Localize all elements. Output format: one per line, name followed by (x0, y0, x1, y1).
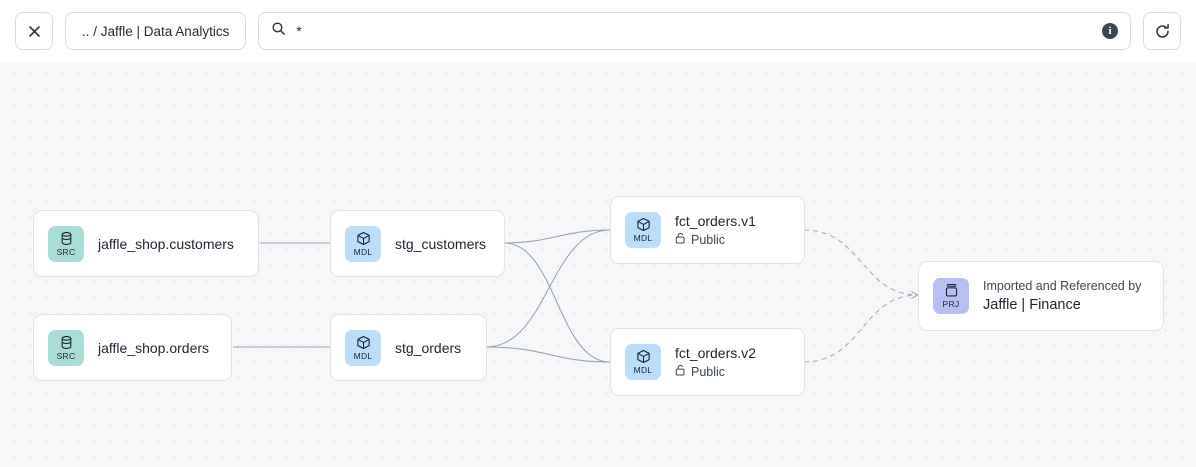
node-body: stg_customers (395, 235, 486, 253)
edge-stg-orders-to-v2 (485, 346, 611, 363)
node-stg-customers[interactable]: MDL stg_customers (330, 210, 505, 277)
node-title: stg_orders (395, 339, 462, 356)
node-body: Imported and Referenced by Jaffle | Fina… (983, 278, 1141, 315)
node-title: jaffle_shop.customers (98, 235, 234, 252)
search-input[interactable] (296, 13, 1090, 49)
info-icon[interactable]: i (1102, 23, 1118, 39)
project-badge-label: PRJ (942, 299, 960, 309)
source-badge: SRC (48, 225, 84, 262)
node-title: fct_orders.v1 (675, 213, 756, 229)
cube-icon (636, 349, 651, 364)
node-jaffle-shop-orders[interactable]: SRC jaffle_shop.orders (33, 314, 232, 381)
node-visibility-label: Public (691, 365, 726, 379)
cube-icon (356, 231, 371, 246)
model-badge-label: MDL (353, 350, 373, 361)
node-stg-orders[interactable]: MDL stg_orders (330, 314, 487, 381)
unlock-icon (675, 232, 686, 248)
node-title: fct_orders.v2 (675, 345, 756, 361)
edge-v2-to-project (803, 295, 918, 363)
node-body: fct_orders.v1 Public (675, 212, 756, 248)
node-body: jaffle_shop.orders (98, 339, 209, 357)
refresh-icon (1154, 23, 1171, 40)
cube-icon (356, 335, 371, 350)
node-visibility: Public (675, 364, 756, 380)
model-badge: MDL (625, 344, 661, 380)
search-field[interactable]: i (258, 12, 1131, 50)
database-icon (59, 231, 74, 246)
node-jaffle-shop-customers[interactable]: SRC jaffle_shop.customers (33, 210, 259, 277)
node-visibility-label: Public (691, 233, 726, 247)
archive-box-icon (944, 283, 959, 298)
close-icon (27, 24, 42, 39)
model-badge-label: MDL (353, 246, 373, 257)
model-badge-label: MDL (633, 233, 653, 243)
edge-stg-customers-to-v2 (503, 242, 611, 363)
cube-icon (636, 217, 651, 232)
model-badge: MDL (625, 212, 661, 248)
node-title: jaffle_shop.orders (98, 339, 210, 356)
model-badge: MDL (345, 225, 381, 262)
model-badge-label: MDL (633, 365, 653, 375)
source-badge-label: SRC (56, 246, 76, 257)
close-button[interactable] (15, 12, 53, 50)
breadcrumb-label: .. / Jaffle | Data Analytics (82, 23, 230, 39)
project-badge: PRJ (933, 278, 969, 314)
edge-stg-customers-to-v1 (503, 229, 611, 244)
search-icon (271, 21, 286, 41)
node-fct-orders-v1[interactable]: MDL fct_orders.v1 Public (610, 196, 805, 264)
node-fct-orders-v2[interactable]: MDL fct_orders.v2 Public (610, 328, 805, 396)
node-body: fct_orders.v2 Public (675, 344, 756, 380)
node-body: jaffle_shop.customers (98, 235, 234, 253)
edge-v1-to-project (803, 229, 918, 295)
unlock-icon (675, 364, 686, 380)
model-badge: MDL (345, 329, 381, 366)
graph-canvas[interactable]: SRC jaffle_shop.customers SRC jaffle_sh (0, 62, 1196, 467)
source-badge: SRC (48, 329, 84, 366)
node-body: stg_orders (395, 339, 461, 357)
source-badge-label: SRC (56, 350, 76, 361)
top-toolbar: .. / Jaffle | Data Analytics i (0, 0, 1196, 62)
refresh-button[interactable] (1143, 12, 1181, 50)
node-visibility: Public (675, 232, 756, 248)
breadcrumb[interactable]: .. / Jaffle | Data Analytics (65, 12, 247, 50)
node-jaffle-finance-project[interactable]: PRJ Imported and Referenced by Jaffle | … (918, 261, 1164, 331)
node-title: Jaffle | Finance (983, 296, 1081, 313)
node-title: stg_customers (395, 235, 487, 252)
node-relationship-label: Imported and Referenced by (983, 278, 1142, 293)
database-icon (59, 335, 74, 350)
